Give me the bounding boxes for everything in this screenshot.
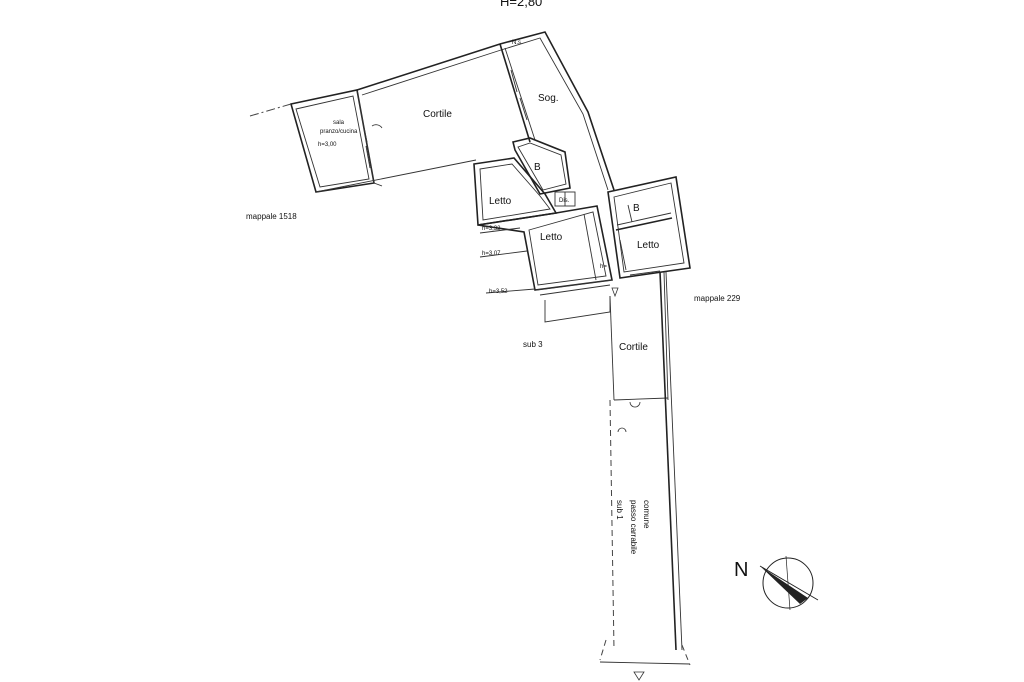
label-disimpegno: Dis. xyxy=(559,198,570,204)
label-sala-h: h=3,00 xyxy=(318,142,337,148)
label-letto-2: Letto xyxy=(540,232,563,243)
label-passo-carrabile: passo carrabile xyxy=(629,500,638,555)
label-h-small: h= xyxy=(600,264,607,270)
label-mappale-1518: mappale 1518 xyxy=(246,212,297,221)
label-letto-3: Letto xyxy=(637,240,660,251)
label-letto-1: Letto xyxy=(489,196,512,207)
level-markers xyxy=(479,227,536,294)
boundary-left xyxy=(249,103,292,117)
north-compass: N xyxy=(734,555,819,611)
label-sala-sub: pranzo/cucina xyxy=(320,129,358,135)
compass-n-label: N xyxy=(734,559,748,581)
label-sub3: sub 3 xyxy=(523,340,543,349)
label-cortile-top: Cortile xyxy=(423,109,452,120)
right-block xyxy=(607,176,691,279)
cortile-sog-block xyxy=(356,31,615,191)
label-h-left-2: h=3,07 xyxy=(482,251,501,257)
boundary-mappale-1518 xyxy=(315,159,477,193)
height-label: H=2,80 xyxy=(500,0,542,9)
label-sala: sala xyxy=(333,120,345,126)
label-h-left-1: h=3,32 xyxy=(482,226,501,232)
label-comune: comune xyxy=(642,500,651,529)
label-bagno-2: B xyxy=(633,203,640,214)
lower-courtyard xyxy=(544,271,691,681)
label-h-left-3: h=3,52 xyxy=(489,289,508,295)
central-block xyxy=(473,137,613,296)
label-soggiorno: Sog. xyxy=(538,93,559,104)
label-sub1: sub 1 xyxy=(615,500,624,520)
label-bagno-1: B xyxy=(534,162,541,173)
label-mappale-229: mappale 229 xyxy=(694,294,741,303)
label-cortile-bottom: Cortile xyxy=(619,342,648,353)
sala-block xyxy=(289,89,383,193)
label-ns: N.s. xyxy=(512,40,523,46)
